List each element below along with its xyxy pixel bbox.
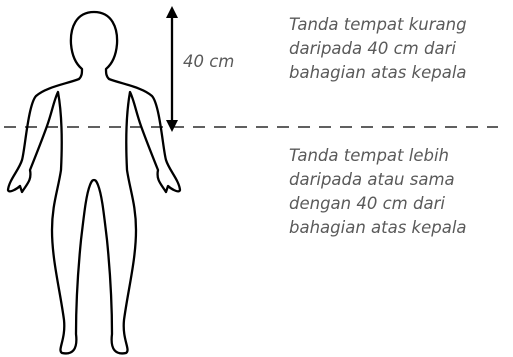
human-body-outline-icon xyxy=(8,12,180,353)
lower-zone-line: daripada atau sama xyxy=(289,168,467,192)
upper-zone-description: Tanda tempat kurang daripada 40 cm dari … xyxy=(289,13,467,85)
upper-zone-line: bahagian atas kepala xyxy=(289,61,467,85)
lower-zone-line: Tanda tempat lebih xyxy=(289,144,467,168)
upper-zone-line: Tanda tempat kurang xyxy=(289,13,467,37)
measurement-label: 40 cm xyxy=(183,50,234,74)
lower-zone-line: dengan 40 cm dari xyxy=(289,192,467,216)
upper-zone-line: daripada 40 cm dari xyxy=(289,37,467,61)
lower-zone-line: bahagian atas kepala xyxy=(289,216,467,240)
lower-zone-description: Tanda tempat lebih daripada atau sama de… xyxy=(289,144,467,240)
